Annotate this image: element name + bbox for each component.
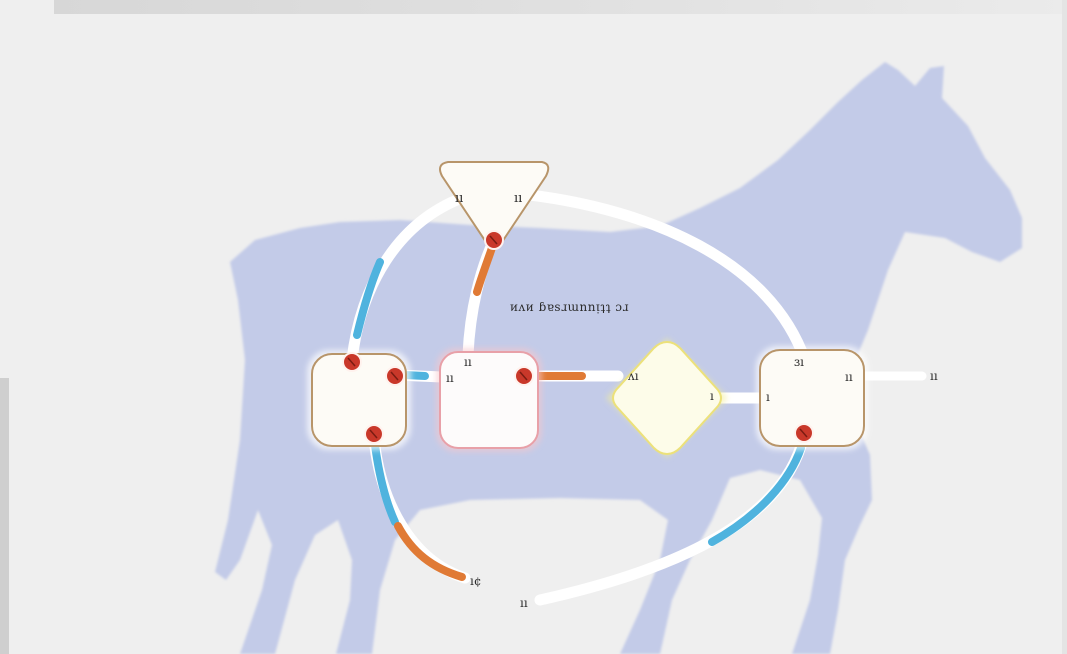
diamond-label-right: ı — [710, 389, 714, 403]
wire-right-bottom-blue — [708, 444, 805, 546]
port-pink-box-right[interactable] — [514, 366, 534, 386]
top-gray-bar — [54, 0, 1067, 14]
port-left-box-top[interactable] — [342, 352, 362, 372]
top-triangle-label-left: ıı — [455, 191, 463, 206]
right-gray-strip — [1062, 0, 1067, 654]
bottom-left-end-label: ı¢ — [470, 574, 481, 588]
right-box-label-top: ɜı — [794, 355, 804, 369]
node-pink-box[interactable]: ıı ıı — [439, 351, 539, 449]
pink-box-label-top: ıı — [464, 355, 472, 369]
center-label: ᴎᴧᴎ ɓɐsɹɯnnᴉʇʇ ɔɹ — [510, 300, 629, 314]
port-top-triangle[interactable] — [484, 230, 504, 250]
left-gray-strip — [0, 378, 9, 654]
port-left-box-right[interactable] — [385, 366, 405, 386]
node-left-box[interactable] — [311, 353, 407, 447]
port-right-box-bottom[interactable] — [794, 423, 814, 443]
node-right-box[interactable]: ɜı ıı ı — [759, 349, 865, 447]
bottom-right-end-label: ıı — [520, 596, 528, 610]
top-triangle-label-right: ıı — [514, 191, 522, 206]
diamond-label-left: ʌı — [627, 369, 639, 383]
ports — [342, 230, 814, 444]
wire-left-bottom-blue — [371, 441, 399, 526]
right-output-label: ıı — [930, 369, 938, 383]
right-box-label-left: ı — [766, 390, 770, 404]
wire-left-to-top-blue — [353, 258, 384, 339]
port-left-box-bottom[interactable] — [364, 424, 384, 444]
pink-box-label-left: ıı — [446, 371, 454, 385]
wire-left-bottom-orange — [394, 522, 466, 581]
node-diamond[interactable]: ʌı ı — [612, 340, 722, 456]
wire-top-to-right — [524, 189, 811, 366]
right-box-label-right: ıı — [845, 370, 853, 384]
horse-silhouette-icon — [215, 62, 1022, 654]
